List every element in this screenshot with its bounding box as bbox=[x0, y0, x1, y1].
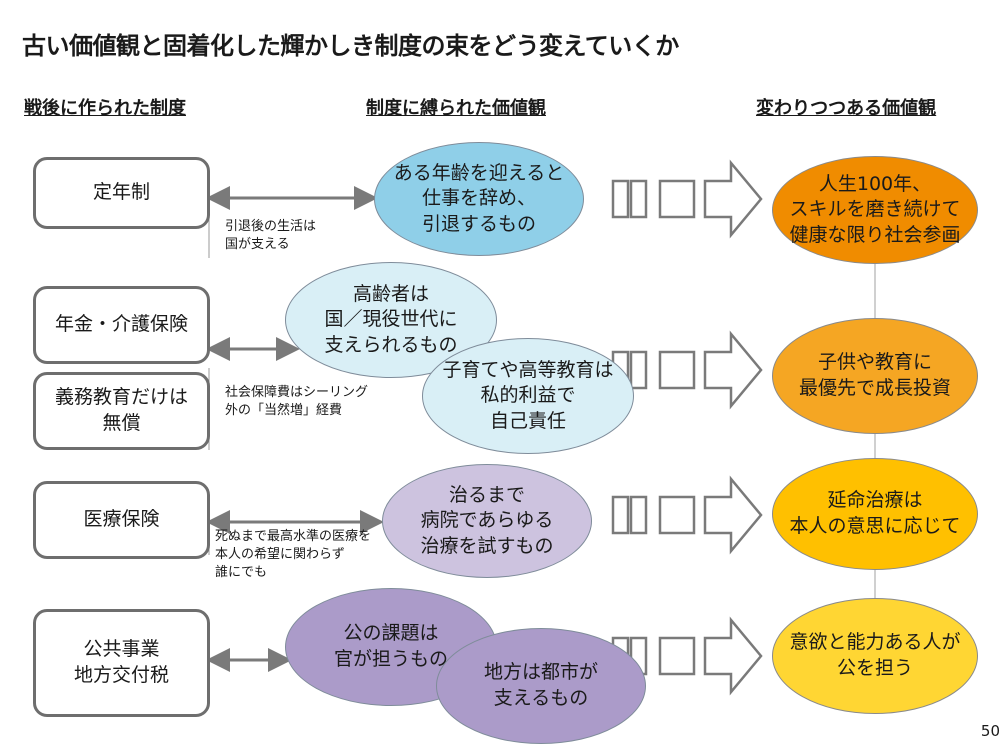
value-ellipse-treatment: 治るまで 病院であらゆる 治療を試すもの bbox=[382, 464, 592, 578]
page-number: 50 bbox=[980, 722, 1000, 740]
page-title: 古い価値観と固着化した輝かしき制度の束をどう変えていくか bbox=[22, 32, 679, 60]
new-value-circle-3: 延命治療は 本人の意思に応じて bbox=[772, 458, 978, 570]
system-box-public: 公共事業 地方交付税 bbox=[33, 609, 210, 717]
note-social: 社会保障費はシーリング 外の「当然増」経費 bbox=[225, 385, 369, 419]
column-header-systems: 戦後に作られた制度 bbox=[24, 98, 186, 119]
transition-arrow-3 bbox=[611, 475, 763, 555]
value-ellipse-local: 地方は都市が 支えるもの bbox=[436, 628, 646, 744]
system-box-education: 義務教育だけは 無償 bbox=[33, 372, 210, 450]
value-ellipse-retire: ある年齢を迎えると 仕事を辞め、 引退するもの bbox=[374, 142, 584, 256]
transition-arrow-2 bbox=[611, 330, 763, 410]
system-box-medical: 医療保険 bbox=[33, 481, 210, 559]
note-medical: 死ぬまで最高水準の医療を 本人の希望に関わらず 誰にでも bbox=[215, 529, 372, 581]
value-ellipse-childcare: 子育てや高等教育は 私的利益で 自己責任 bbox=[422, 338, 634, 454]
note-retire: 引退後の生活は 国が支える bbox=[225, 219, 317, 253]
new-value-circle-2: 子供や教育に 最優先で成長投資 bbox=[772, 318, 978, 434]
system-box-retirement: 定年制 bbox=[33, 157, 210, 229]
column-header-bound-values: 制度に縛られた価値観 bbox=[366, 98, 546, 119]
new-value-circle-4: 意欲と能力ある人が 公を担う bbox=[772, 598, 978, 714]
system-box-pension: 年金・介護保険 bbox=[33, 286, 210, 364]
new-value-circle-1: 人生100年、 スキルを磨き続けて 健康な限り社会参画 bbox=[772, 156, 978, 264]
column-header-changing-values: 変わりつつある価値観 bbox=[756, 98, 937, 119]
transition-arrow-1 bbox=[611, 159, 763, 239]
